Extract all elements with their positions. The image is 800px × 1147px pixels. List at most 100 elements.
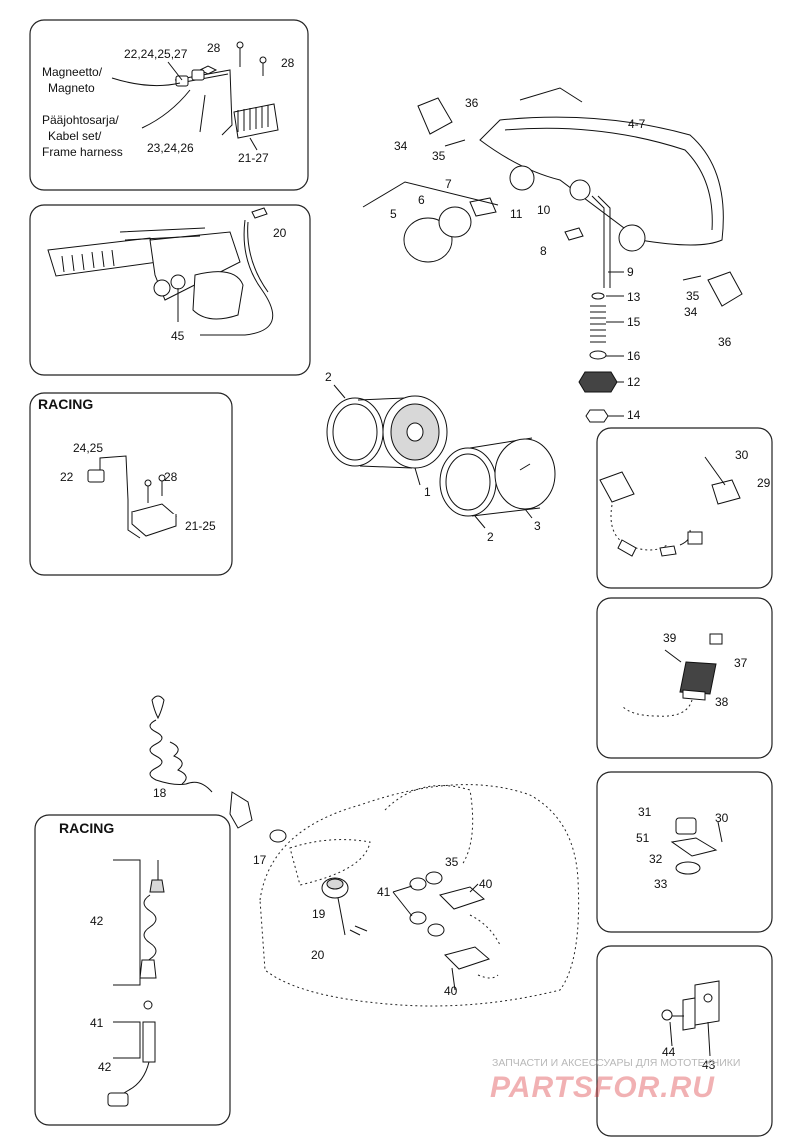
racing-title: RACING xyxy=(59,820,114,836)
callout-32: 32 xyxy=(649,852,663,866)
panel-border xyxy=(596,945,773,1137)
callout-12: 12 xyxy=(627,375,641,389)
callout-1: 1 xyxy=(424,485,431,499)
callout-24-25: 24,25 xyxy=(73,441,103,455)
gauge-bezel xyxy=(326,397,384,467)
watermark-logo: PARTSFOR.RU xyxy=(490,1071,715,1104)
callout-20: 20 xyxy=(273,226,287,240)
magneto-label-line1: Magneetto/ xyxy=(42,65,103,79)
callout-39: 39 xyxy=(663,631,677,645)
callout-36: 36 xyxy=(718,335,732,349)
panel-border xyxy=(29,392,233,576)
tether-cord xyxy=(149,695,287,843)
racing-tether-illustration xyxy=(107,859,165,1107)
o-ring xyxy=(269,829,287,843)
leader-lines-gauges xyxy=(333,384,533,529)
callout-44: 44 xyxy=(662,1045,676,1059)
leader-lines-headlight xyxy=(606,271,624,417)
callout-13: 13 xyxy=(627,290,641,304)
callout-11: 11 xyxy=(510,207,523,221)
callout-40: 40 xyxy=(444,984,458,998)
callout-35: 35 xyxy=(445,855,459,869)
callout-35: 35 xyxy=(432,149,446,163)
washer xyxy=(591,292,605,300)
leader-lines-dashboard xyxy=(392,883,479,991)
washer xyxy=(589,350,607,360)
panel-magneto-harness: Magneetto/ Magneto Pääjohtosarja/ Kabel … xyxy=(29,19,309,191)
callout-42: 42 xyxy=(90,914,104,928)
callout-15: 15 xyxy=(627,315,641,329)
callout-20: 20 xyxy=(311,948,325,962)
callout-41: 41 xyxy=(90,1016,104,1030)
indicator-lamp xyxy=(425,871,443,885)
callout-5: 5 xyxy=(390,207,397,221)
headlight-bracket-right xyxy=(707,271,743,307)
callout-30: 30 xyxy=(715,811,729,825)
callout-42: 42 xyxy=(98,1060,112,1074)
callout-2: 2 xyxy=(487,530,494,544)
callout-14: 14 xyxy=(627,408,641,422)
callout-21-27: 21-27 xyxy=(238,151,269,165)
bulb-cover xyxy=(403,217,453,263)
clip xyxy=(564,227,584,241)
callout-45: 45 xyxy=(171,329,185,343)
callout-23-24-26: 23,24,26 xyxy=(147,141,194,155)
callout-34: 34 xyxy=(684,305,698,319)
panel-handlebar-switch: 20 45 xyxy=(29,204,311,376)
panel-relay: 30 29 xyxy=(596,427,773,589)
callout-21-25: 21-25 xyxy=(185,519,216,533)
gauge-bezel xyxy=(439,447,497,517)
headlight-bracket-left xyxy=(417,97,453,135)
magneto-label-line2: Magneto xyxy=(48,81,95,95)
handlebar-illustration xyxy=(47,207,274,336)
racing-title: RACING xyxy=(38,396,93,412)
callout-7: 7 xyxy=(445,177,452,191)
callout-8: 8 xyxy=(540,244,547,258)
panel-racing-regulator: RACING 24,25 22 28 21-25 xyxy=(29,392,233,576)
callout-19: 19 xyxy=(312,907,326,921)
racing-regulator-illustration xyxy=(87,455,177,539)
callout-28: 28 xyxy=(207,41,221,55)
tether-cap xyxy=(229,791,253,829)
callout-28: 28 xyxy=(281,56,295,70)
relay-illustration xyxy=(599,456,741,557)
callout-22: 22 xyxy=(60,470,74,484)
callout-22-24-25-27: 22,24,25,27 xyxy=(124,47,188,61)
bulb-socket-right xyxy=(618,224,646,252)
callout-3: 3 xyxy=(534,519,541,533)
indicator-lamp xyxy=(427,923,445,937)
grommet xyxy=(569,179,591,201)
nut xyxy=(585,409,609,423)
headlight-housing xyxy=(479,116,724,246)
callout-51: 51 xyxy=(636,831,650,845)
callout-41: 41 xyxy=(377,885,391,899)
dashboard-console xyxy=(259,784,580,1007)
harness-label-line3: Frame harness xyxy=(42,145,123,159)
panel-border xyxy=(29,19,309,191)
callout-43: 43 xyxy=(702,1058,716,1072)
callout-6: 6 xyxy=(418,193,425,207)
gauge-assembly xyxy=(326,395,556,517)
panel-border xyxy=(596,597,773,759)
panel-bracket: 44 43 xyxy=(596,945,773,1137)
indicator-lamp xyxy=(409,911,427,925)
retaining-ring xyxy=(438,206,472,238)
harness-label-line1: Pääjohtosarja/ xyxy=(42,113,119,127)
tachometer xyxy=(494,438,556,510)
callout-36: 36 xyxy=(465,96,479,110)
bulb-socket-left xyxy=(509,165,535,191)
adjuster-knob xyxy=(578,371,618,393)
callout-33: 33 xyxy=(654,877,668,891)
callout-28: 28 xyxy=(164,470,178,484)
panel-border xyxy=(596,771,773,933)
callout-38: 38 xyxy=(715,695,729,709)
callout-29: 29 xyxy=(757,476,771,490)
panel-fuse: 39 37 38 xyxy=(596,597,773,759)
headlight-assembly xyxy=(362,87,743,423)
panel-sensor: 31 30 51 32 33 xyxy=(596,771,773,933)
fuse-illustration xyxy=(621,633,723,717)
regulator-illustration xyxy=(174,41,279,139)
bracket-illustration xyxy=(661,980,720,1057)
panel-border xyxy=(34,814,231,1126)
